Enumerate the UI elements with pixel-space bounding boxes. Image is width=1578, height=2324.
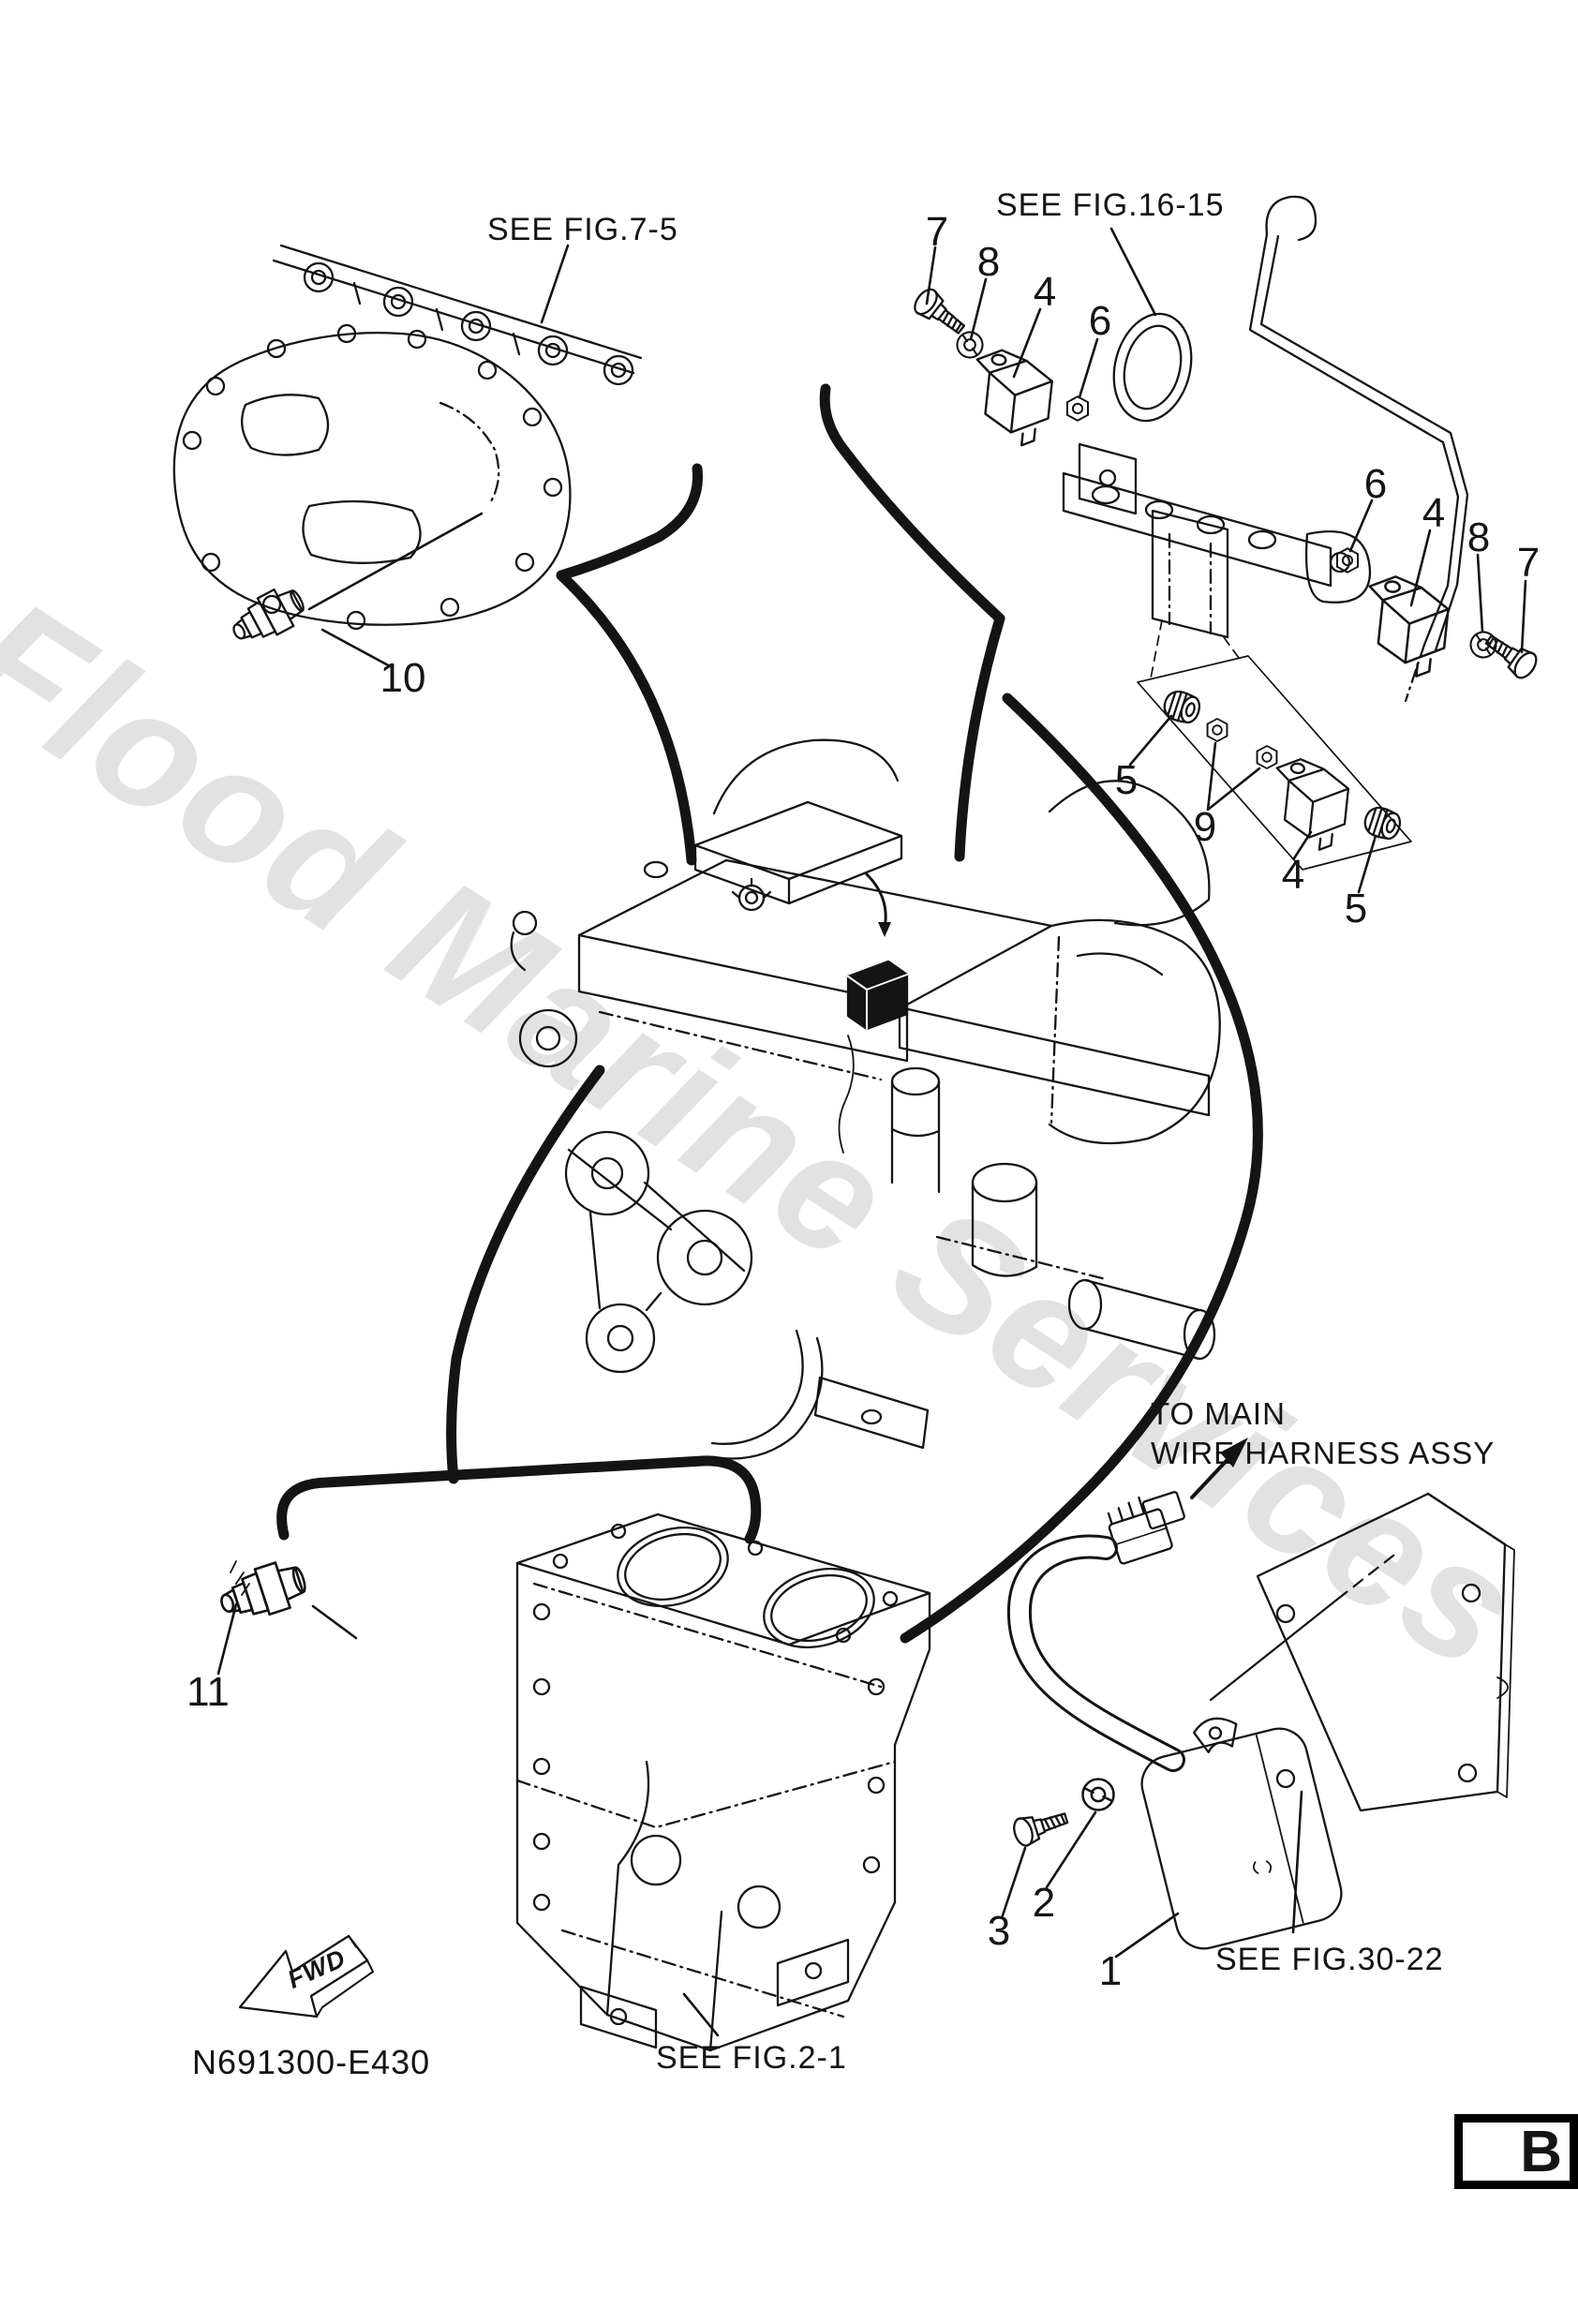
- drawing-number: N691300-E430: [192, 2043, 431, 2081]
- page-index-box: B: [1454, 2114, 1578, 2189]
- callout-4-right: 4: [1422, 490, 1446, 536]
- callout-10: 10: [380, 655, 426, 701]
- ecu-detail: [1001, 1438, 1515, 1959]
- callout-1: 1: [1098, 1948, 1123, 1994]
- ref-fig-30-22: SEE FIG.30-22: [1215, 1942, 1444, 1977]
- callout-7-top: 7: [925, 209, 949, 255]
- callout-5-mid-left: 5: [1114, 757, 1139, 803]
- callout-4-mid: 4: [1281, 852, 1305, 898]
- ref-fig-2-1: SEE FIG.2-1: [656, 2040, 847, 2076]
- ref-fig-7-5: SEE FIG.7-5: [487, 212, 678, 247]
- callout-8-right: 8: [1466, 514, 1491, 560]
- ref-fig-16-15: SEE FIG.16-15: [996, 187, 1225, 223]
- timing-cover-detail: [172, 244, 643, 669]
- harness-note: TO MAIN WIRE HARNESS ASSY: [1151, 1394, 1495, 1473]
- callout-8-top: 8: [976, 239, 1001, 285]
- callout-6-right: 6: [1363, 461, 1388, 507]
- callout-11: 11: [186, 1669, 230, 1715]
- cylinder-block-detail: [214, 1512, 931, 2052]
- harness-note-line2: WIRE HARNESS ASSY: [1151, 1436, 1496, 1470]
- engine-assembly: [510, 738, 1221, 1460]
- harness-note-line1: TO MAIN: [1151, 1396, 1286, 1431]
- callout-6-top: 6: [1088, 298, 1112, 344]
- callout-4-top: 4: [1033, 269, 1057, 315]
- callout-5-mid-right: 5: [1344, 886, 1368, 931]
- callout-3: 3: [987, 1908, 1011, 1954]
- callout-9-mid: 9: [1193, 804, 1217, 850]
- callout-7-right: 7: [1516, 540, 1541, 586]
- fwd-arrow: [238, 1934, 374, 2019]
- callout-2: 2: [1032, 1880, 1056, 1926]
- coil-bracket-detail: [909, 195, 1542, 894]
- page-index-letter: B: [1520, 2119, 1562, 2184]
